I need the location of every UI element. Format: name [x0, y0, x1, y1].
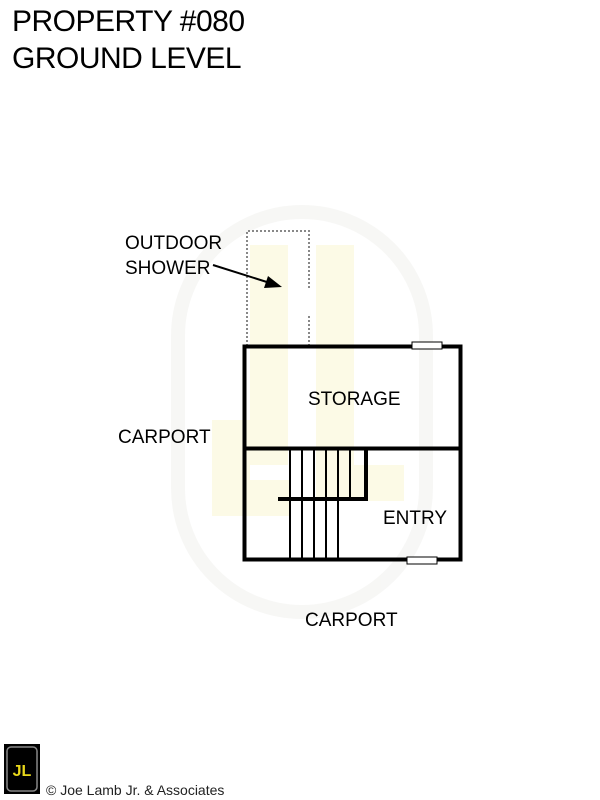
shower-arrow [212, 264, 282, 288]
staircase [278, 450, 368, 559]
logo-text: JL [13, 763, 32, 780]
copyright-text: © Joe Lamb Jr. & Associates [46, 782, 225, 798]
window-top [411, 341, 443, 350]
outdoor-shower-enclosure [246, 230, 310, 346]
carport-bottom-label: CARPORT [305, 610, 398, 631]
carport-left-label: CARPORT [118, 427, 211, 448]
property-title: PROPERTY #080 [12, 5, 245, 38]
entry-label: ENTRY [383, 508, 447, 529]
company-logo: JL [4, 744, 40, 794]
storage-label: STORAGE [308, 389, 401, 410]
window-bottom [406, 556, 438, 565]
watermark-logo [171, 205, 433, 619]
shower-label: SHOWER [125, 258, 211, 279]
outdoor-label: OUTDOOR [125, 233, 222, 254]
level-title: GROUND LEVEL [12, 42, 242, 75]
building-outline [242, 344, 463, 562]
